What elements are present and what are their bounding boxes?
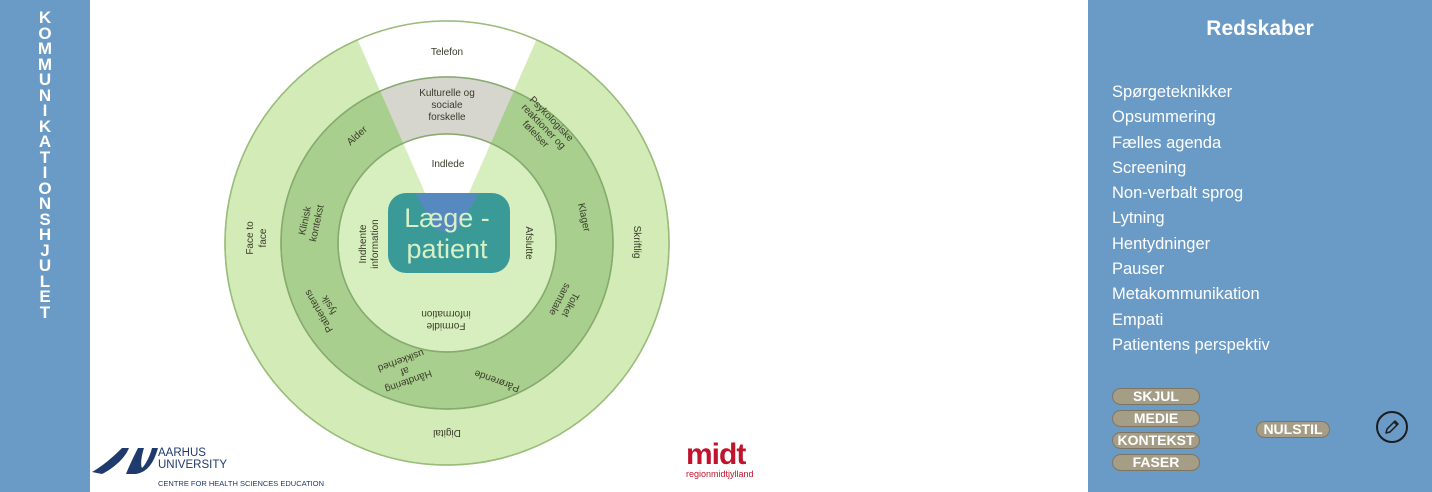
aarhus-university-name: AARHUS UNIVERSITY [158,447,227,471]
tool-item[interactable]: Spørgeteknikker [1112,83,1233,101]
tool-item[interactable]: Metakommunikation [1112,285,1260,304]
pencil-icon [1385,420,1399,434]
label-digital[interactable]: Digital [433,427,461,438]
aarhus-subtitle: CENTRE FOR HEALTH SCIENCES EDUCATION [158,479,324,488]
vertical-title-letter: J [40,240,50,260]
vertical-title-letter: H [38,225,52,244]
vertical-title-letter: T [39,302,51,322]
label-formidle-1[interactable]: Formidle [426,320,465,331]
vertical-title-letter: I [42,101,48,120]
vertical-title-letter: O [38,178,52,198]
label-handtering-2[interactable]: af [399,364,411,377]
tool-item[interactable]: Screening [1112,158,1187,177]
vertical-title-letter: O [38,23,52,43]
tool-item[interactable]: Patientens perspektiv [1112,335,1270,354]
vertical-title-letter: K [38,8,52,27]
label-skriftlig[interactable]: Skriftlig [631,226,642,259]
label-indlede[interactable]: Indlede [432,159,465,170]
vertical-title-letter: N [38,194,52,213]
vertical-title-letter: T [39,147,51,167]
tool-item[interactable]: Fælles agenda [1112,133,1222,152]
medie-button[interactable]: MEDIE [1112,410,1200,427]
label-kulturelle-2[interactable]: sociale [431,100,463,111]
skjul-button[interactable]: SKJUL [1112,388,1200,405]
aarhus-university-logo-icon [92,448,158,474]
center-highlight [415,193,479,233]
label-indhente-2[interactable]: information [370,219,381,268]
vertical-title-letter: L [39,271,51,291]
nulstil-button[interactable]: NULSTIL [1256,421,1330,438]
edit-button[interactable] [1376,411,1408,443]
midt-subtitle: regionmidtjylland [686,469,754,479]
label-kulturelle-3[interactable]: forskelle [428,112,466,123]
tool-item[interactable]: Opsummering [1112,108,1216,127]
label-indhente-1[interactable]: Indhente [358,224,369,263]
aarhus-line1: AARHUS [158,447,206,459]
label-face-to-face-2[interactable]: face [258,228,269,247]
vertical-title-letter: U [38,256,52,275]
label-telefon[interactable]: Telefon [431,47,463,58]
vertical-title-letter: M [37,39,53,58]
panel-title: Redskaber [1206,17,1314,40]
vertical-title-letter: N [38,85,52,105]
center-line1: Læge - [404,203,490,233]
label-face-to-face-1[interactable]: Face to [245,221,256,255]
midt-wordmark: midt [686,438,746,471]
region-midt-logo: midt regionmidtjylland [686,438,754,480]
tool-item[interactable]: Empati [1112,310,1164,329]
label-afslutte[interactable]: Afslutte [523,226,534,260]
tool-item[interactable]: Pauser [1112,260,1165,279]
vertical-title-letter: S [39,209,51,229]
kontekst-button[interactable]: KONTEKST [1112,432,1200,449]
communication-wheel: Læge - patient Telefon Face to face Skri… [224,20,670,466]
vertical-title-letter: I [42,163,48,182]
tool-item[interactable]: Lytning [1112,209,1165,228]
aarhus-line2: UNIVERSITY [158,459,228,471]
vertical-title-letter: A [38,132,52,151]
tool-item[interactable]: Non-verbalt sprog [1112,184,1244,203]
tool-item[interactable]: Hentydninger [1112,234,1211,253]
center-line2: patient [406,234,488,264]
vertical-title-letter: E [39,287,51,306]
center-box[interactable] [388,193,510,273]
vertical-title-letter: M [37,54,53,74]
vertical-title-letter: U [38,70,52,89]
label-kulturelle-1[interactable]: Kulturelle og [419,88,475,99]
faser-button[interactable]: FASER [1112,454,1200,471]
vertical-title-letter: K [38,116,52,136]
indlede-sector[interactable] [403,134,491,243]
label-formidle-2[interactable]: information [421,308,470,319]
